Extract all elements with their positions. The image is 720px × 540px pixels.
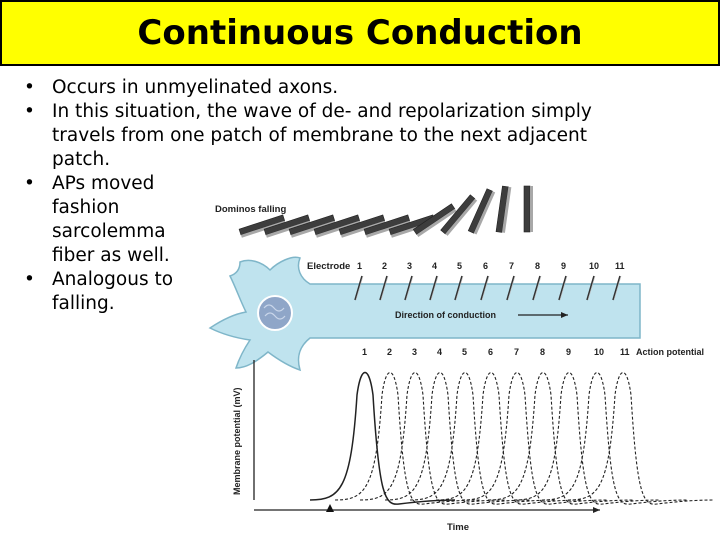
ap-number: 6 — [488, 347, 493, 357]
dominos-label: Dominos falling — [215, 204, 286, 215]
ap-numbers-group: 1 2 3 4 5 6 7 8 9 10 11 — [362, 347, 630, 357]
action-potential-curve — [567, 372, 714, 505]
domino — [523, 185, 533, 233]
time-label: Time — [447, 522, 469, 533]
electrode-icon — [612, 275, 621, 301]
electrode-number: 10 — [589, 261, 599, 271]
electrode-icon — [558, 275, 567, 301]
domino — [263, 214, 311, 238]
electrode-icon — [354, 275, 363, 301]
electrode-icon — [506, 275, 515, 301]
bullet-line: fashion — [52, 197, 120, 218]
ap-number: 5 — [462, 347, 467, 357]
stimulus-marker-icon — [326, 504, 334, 512]
electrode-number: 4 — [432, 261, 437, 271]
action-potential-curve — [409, 372, 556, 505]
ap-number: 11 — [620, 347, 630, 357]
nucleus — [257, 295, 293, 331]
bullet-line: falling. — [52, 293, 115, 314]
electrodes-group — [354, 275, 622, 301]
direction-label: Direction of conduction — [395, 310, 496, 320]
bullet-line: travels from one patch of membrane to th… — [52, 125, 587, 146]
bullet-line: APs moved — [52, 173, 155, 194]
electrode-icon — [379, 275, 388, 301]
bullet-item: • In this situation, the wave of de- and… — [24, 100, 634, 172]
domino — [467, 188, 496, 235]
electrode-number: 8 — [535, 261, 540, 271]
domino — [338, 214, 386, 238]
ap-number: 8 — [540, 347, 545, 357]
bullet-dot-icon: • — [24, 77, 35, 98]
electrode-icon — [404, 275, 413, 301]
ap-curves-group — [309, 372, 714, 505]
action-potential-curve — [334, 372, 481, 505]
domino — [495, 185, 512, 233]
electrode-number: 1 — [357, 261, 362, 271]
ap-number: 10 — [594, 347, 604, 357]
conduction-figure: Dominos falling Electrode Direction of c… — [208, 185, 714, 533]
domino — [288, 214, 336, 238]
domino — [238, 214, 286, 238]
domino — [363, 214, 411, 238]
bullet-line: sarcolemma — [52, 221, 166, 242]
electrode-number: 7 — [509, 261, 514, 271]
title-bar: Continuous Conduction — [0, 0, 720, 66]
action-potential-curve — [513, 372, 660, 505]
bullet-item: • Analogous to falling. — [24, 268, 634, 316]
bullet-line: patch. — [52, 149, 111, 170]
x-axis-arrow-icon — [593, 507, 600, 513]
electrode-icon — [454, 275, 463, 301]
ap-number: 7 — [514, 347, 519, 357]
electrode-icon — [480, 275, 489, 301]
action-potential-curve — [359, 372, 506, 505]
bullet-item: • APs moved fashion sarcolemma fiber as … — [24, 172, 634, 268]
y-axis-label: Membrane potential (mV) — [232, 387, 242, 495]
action-potential-curve — [461, 372, 608, 505]
electrode-number: 5 — [457, 261, 462, 271]
electrode-number: 3 — [407, 261, 412, 271]
action-potential-curve — [487, 372, 634, 505]
electrode-numbers-group: 1 2 3 4 5 6 7 8 9 10 11 — [357, 261, 625, 271]
bullet-line: Analogous to — [52, 269, 174, 290]
bullet-dot-icon: • — [24, 101, 35, 122]
domino — [313, 214, 361, 238]
domino — [440, 194, 478, 236]
action-potential-label: Action potential — [636, 347, 704, 357]
ap-number: 3 — [412, 347, 417, 357]
bullet-line: Occurs in unmyelinated axons. — [52, 77, 339, 98]
ap-number: 2 — [387, 347, 392, 357]
action-potential-curve — [435, 372, 582, 505]
bullet-line: fiber as well. — [52, 245, 170, 266]
action-potential-curve — [309, 372, 456, 505]
ap-number: 9 — [566, 347, 571, 357]
electrode-number: 9 — [561, 261, 566, 271]
bullet-line: In this situation, the wave of de- and r… — [52, 101, 592, 122]
electrode-icon — [586, 275, 595, 301]
domino — [412, 203, 457, 237]
bullet-dot-icon: • — [24, 269, 35, 290]
bullet-item: • Occurs in unmyelinated axons. — [24, 76, 634, 100]
electrode-label: Electrode — [307, 261, 350, 272]
dominos-group — [238, 185, 533, 238]
electrode-number: 6 — [483, 261, 488, 271]
electrode-number: 2 — [382, 261, 387, 271]
slide-title: Continuous Conduction — [137, 13, 583, 53]
neuron-cell-body — [208, 256, 641, 372]
electrode-icon — [532, 275, 541, 301]
bullet-dot-icon: • — [24, 173, 35, 194]
electrode-number: 11 — [615, 261, 625, 271]
action-potential-curve — [384, 372, 531, 505]
bullet-list: • Occurs in unmyelinated axons. • In thi… — [24, 76, 634, 316]
ap-number: 1 — [362, 347, 367, 357]
action-potential-curve — [541, 372, 688, 505]
electrode-icon — [429, 275, 438, 301]
ap-number: 4 — [437, 347, 442, 357]
